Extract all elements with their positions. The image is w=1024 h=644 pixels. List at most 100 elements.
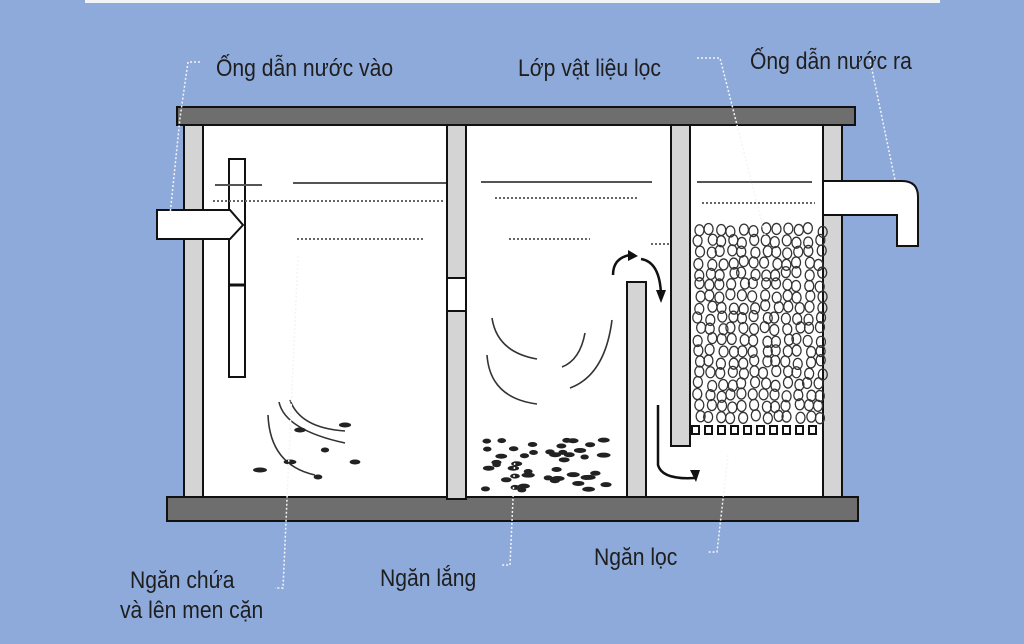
grate-hole [691,425,700,435]
filter-pellet [793,388,804,402]
filter-pellet [802,222,814,235]
filter-pellet [814,320,826,334]
filter-pellet [815,344,826,358]
filter-pellet [783,300,794,313]
filter-pellet [736,236,748,250]
filter-pellet [748,224,759,238]
label-inlet-pipe: Ống dẫn nước vào [216,55,394,82]
filter-pellet [817,266,828,279]
grate-hole [782,425,791,435]
filter-pellet [780,265,791,279]
filter-pellet [814,412,826,425]
filter-pellet [715,235,727,248]
sludge-particle [320,447,330,453]
filter-pellet [759,320,770,334]
filter-pellet [750,409,761,422]
filter-pellet [694,245,706,258]
filter-pellet [714,269,725,282]
sludge-particle [596,452,611,458]
filter-pellet [705,388,716,402]
label-outlet-pipe: Ống dẫn nước ra [750,48,912,75]
outlet-pipe [822,180,919,247]
sludge-particle [253,467,267,473]
left-wall [183,124,204,498]
sludge-particle [549,478,560,484]
filter-pellet [748,256,759,269]
divider-wall-opening [446,277,467,312]
filter-pellet [816,244,827,257]
filter-pellet [739,277,751,290]
filter-pellet [758,388,769,401]
filter-pellet [791,236,802,249]
sludge-particle [567,438,579,444]
sludge-particles [253,422,612,493]
filter-pellet [791,344,802,357]
sludge-particle [338,422,352,428]
sludge-particle [349,459,361,465]
filter-pellet [762,355,773,368]
label-digestion-chamber-1: Ngăn chứa [130,567,235,594]
filter-pellet [795,411,806,424]
filter-pellet [802,334,813,348]
filter-pellet [791,291,802,304]
filter-pellet [769,269,781,282]
filter-pellet [803,236,814,249]
inlet-pipe [156,209,245,240]
sludge-particle [566,472,580,478]
sludge-particle [523,469,533,475]
filter-pellet [729,266,740,280]
sludge-particle [543,475,553,481]
sludge-particle [600,482,612,488]
sludge-particle [556,443,567,449]
sludge-particle [558,457,570,463]
filter-pellet [736,311,748,325]
filter-pellet [781,410,792,423]
sludge-particle [508,446,519,452]
filter-pellet [817,301,828,315]
filter-pellet [750,302,761,315]
sludge-particle [511,461,523,467]
filter-pellet [773,409,784,423]
filter-pellet [760,299,771,312]
filter-pellet [770,277,782,290]
filter-pellet [782,376,794,389]
sludge-particle [573,447,587,453]
filter-pellet [769,235,780,249]
grate-hole [717,425,726,435]
filter-pellet [737,411,749,424]
grate-hole [743,425,752,435]
filter-pellet [803,244,814,258]
filter-pellet [804,300,815,313]
inlet-tee-pipe [228,158,246,378]
sludge-particle [507,465,520,471]
filter-pellet [705,313,716,327]
filter-support-grate [691,425,817,435]
filter-pellet [771,245,782,259]
bottom-slab [166,496,859,522]
sludge-particle [497,438,507,444]
filter-pellet [692,334,703,348]
filter-pellet [694,302,705,316]
filter-media-pellets [692,222,828,425]
filter-pellet [762,345,773,358]
filter-pellet [735,266,747,279]
filter-pellet [817,225,828,239]
filter-pellet [770,335,782,348]
filter-pellet [758,256,770,269]
filter-pellet [815,354,826,367]
filter-pellet [728,302,740,315]
grate-hole [795,425,804,435]
filter-pellet [724,411,736,425]
filter-pellet [757,366,769,380]
filter-pellet [803,321,815,335]
filter-pellet [812,399,824,412]
filter-pellet [707,258,718,272]
grate-hole [808,425,817,435]
sludge-particle [518,483,530,489]
filter-pellet [692,375,703,389]
filter-pellet [815,335,827,349]
filter-pellet [781,390,792,403]
filter-pellet [706,398,718,412]
sludge-particle [483,446,492,452]
sludge-particle [313,474,323,480]
